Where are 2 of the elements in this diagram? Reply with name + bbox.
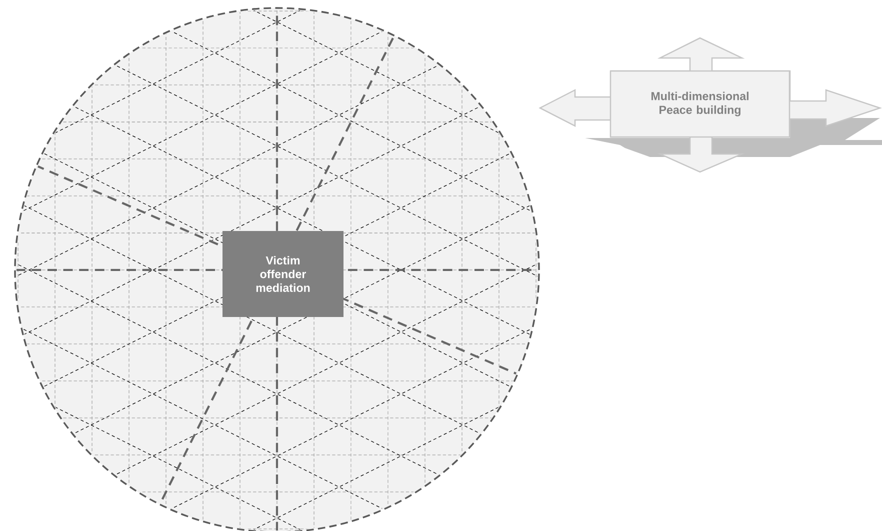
text-box: Multi-dimensional Peace building <box>610 70 790 138</box>
text-box: Victim offender mediation <box>222 230 344 317</box>
